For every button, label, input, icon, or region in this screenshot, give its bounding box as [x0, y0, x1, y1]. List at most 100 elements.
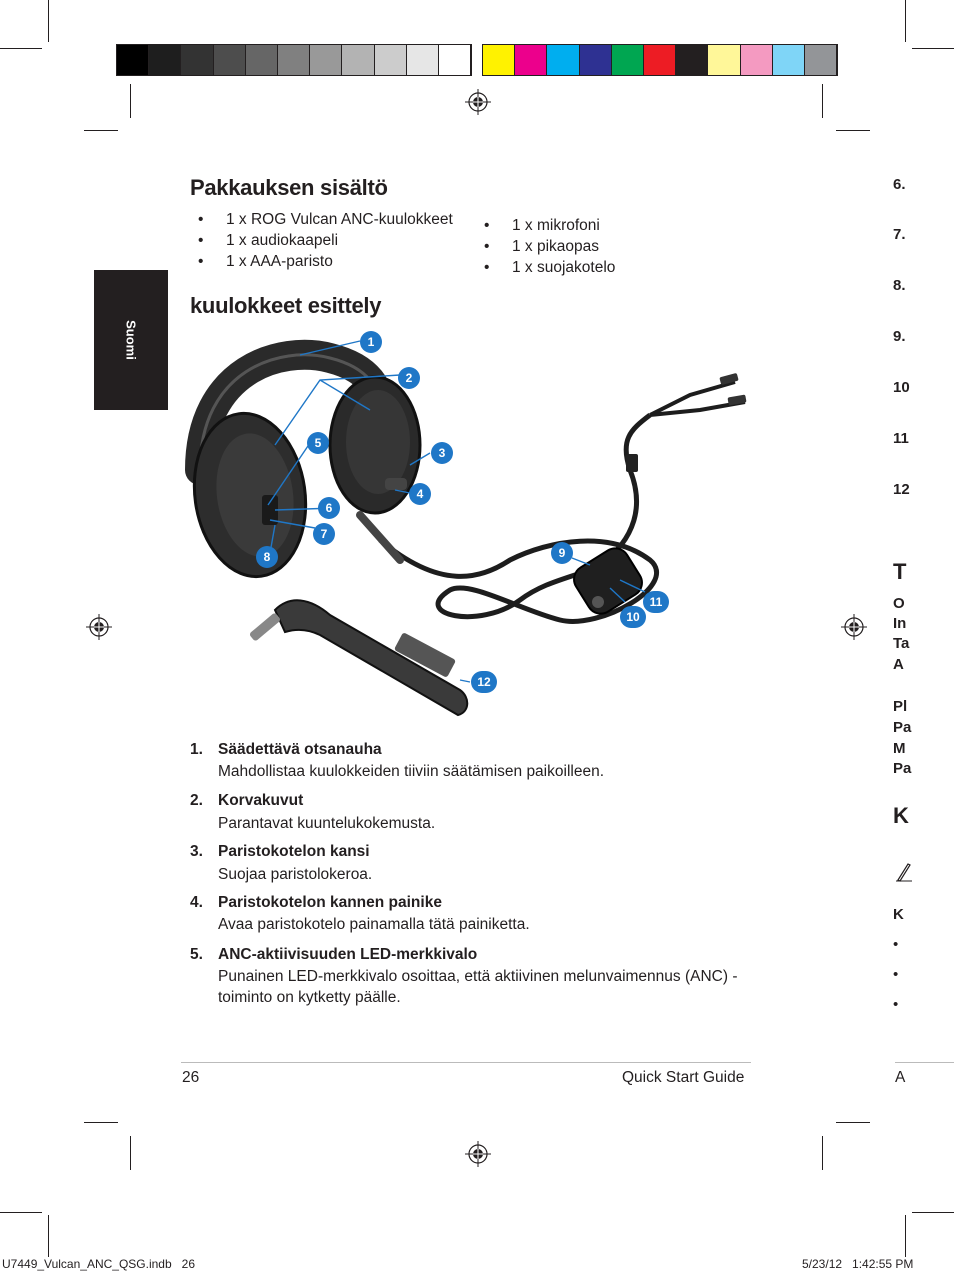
- crop-mark: [905, 0, 906, 42]
- right-page-heading: K: [893, 803, 909, 829]
- guide-name: Quick Start Guide: [622, 1069, 744, 1087]
- color-swatch: [547, 45, 579, 75]
- callout-6: 6: [318, 497, 340, 519]
- headset-illustration: [180, 330, 760, 730]
- feature-title: Paristokotelon kannen painike: [218, 894, 442, 912]
- crop-mark: [836, 130, 870, 131]
- color-swatch: [515, 45, 547, 75]
- color-swatch: [708, 45, 740, 75]
- crop-mark: [0, 1212, 42, 1213]
- contents-list-left: •1 x ROG Vulcan ANC-kuulokkeet •1 x audi…: [198, 209, 453, 272]
- right-page-item: 8.: [893, 277, 906, 294]
- right-page-line: Pa: [893, 719, 911, 736]
- callout-9: 9: [551, 542, 573, 564]
- color-swatch: [310, 45, 342, 75]
- right-page-subheading: K: [893, 906, 904, 923]
- color-swatch: [149, 45, 181, 75]
- right-page-item: 9.: [893, 328, 906, 345]
- crop-mark: [822, 84, 823, 118]
- list-item: •1 x audiokaapeli: [198, 230, 453, 251]
- list-item: •1 x pikaopas: [484, 236, 615, 257]
- color-swatch: [342, 45, 374, 75]
- color-swatch: [375, 45, 407, 75]
- footer-rule: [181, 1062, 751, 1063]
- color-swatch: [741, 45, 773, 75]
- callout-1: 1: [360, 331, 382, 353]
- crop-mark: [0, 48, 42, 49]
- crop-mark: [48, 0, 49, 42]
- crop-mark: [130, 84, 131, 118]
- feature-description: Avaa paristokotelo painamalla tätä paini…: [218, 914, 738, 935]
- crop-mark: [912, 48, 954, 49]
- color-swatch: [644, 45, 676, 75]
- color-swatch: [214, 45, 246, 75]
- color-swatch: [407, 45, 439, 75]
- right-page-bullet: •: [893, 996, 898, 1013]
- feature-title: Paristokotelon kansi: [218, 843, 370, 861]
- right-page-item: 7.: [893, 226, 906, 243]
- right-page-line: Pl: [893, 698, 907, 715]
- color-swatch: [278, 45, 310, 75]
- callout-8: 8: [256, 546, 278, 568]
- callout-10: 10: [620, 606, 646, 628]
- color-swatch: [439, 45, 471, 75]
- feature-title: ANC-aktiivisuuden LED-merkkivalo: [218, 946, 477, 964]
- feature-description: Mahdollistaa kuulokkeiden tiiviin säätäm…: [218, 761, 738, 782]
- feature-description: Suojaa paristolokeroa.: [218, 864, 738, 885]
- right-page-bullet: •: [893, 966, 898, 983]
- right-page-line: In: [893, 615, 906, 632]
- crop-mark: [130, 1136, 131, 1170]
- right-page-line: Ta: [893, 635, 909, 652]
- registration-mark-icon: [465, 1141, 491, 1167]
- color-swatch: [483, 45, 515, 75]
- color-swatch: [181, 45, 213, 75]
- color-bar: [482, 44, 838, 76]
- page-number: 26: [182, 1069, 199, 1087]
- callout-11: 11: [643, 591, 669, 613]
- color-swatch: [773, 45, 805, 75]
- footer-rule-right: [895, 1062, 954, 1063]
- list-item: •1 x mikrofoni: [484, 215, 615, 236]
- crop-mark: [84, 130, 118, 131]
- callout-12: 12: [471, 671, 497, 693]
- color-swatch: [580, 45, 612, 75]
- crop-mark: [912, 1212, 954, 1213]
- registration-mark-icon: [465, 89, 491, 115]
- package-contents-title: Pakkauksen sisältö: [190, 175, 388, 201]
- right-page-heading: T: [893, 559, 906, 585]
- callout-7: 7: [313, 523, 335, 545]
- pencil-icon: [896, 860, 912, 882]
- right-page-line: O: [893, 595, 905, 612]
- right-page-item: 12: [893, 481, 910, 498]
- feature-title: Korvakuvut: [218, 792, 303, 810]
- right-page-bullet: •: [893, 936, 898, 953]
- registration-mark-icon: [86, 614, 112, 640]
- color-swatch: [246, 45, 278, 75]
- feature-description: Punainen LED-merkkivalo osoittaa, että a…: [218, 966, 738, 1008]
- feature-title: Säädettävä otsanauha: [218, 741, 382, 759]
- feature-number: 2.: [190, 792, 203, 810]
- feature-description: Parantavat kuuntelukokemusta.: [218, 813, 738, 834]
- list-item: •1 x ROG Vulcan ANC-kuulokkeet: [198, 209, 453, 230]
- registration-mark-icon: [841, 614, 867, 640]
- feature-number: 3.: [190, 843, 203, 861]
- color-swatch: [117, 45, 149, 75]
- right-page-item: 10: [893, 379, 910, 396]
- language-tab-label: Suomi: [124, 320, 139, 360]
- right-page-footer: A: [895, 1069, 905, 1087]
- right-page-line: Pa: [893, 760, 911, 777]
- callout-2: 2: [398, 367, 420, 389]
- list-item: •1 x suojakotelo: [484, 257, 615, 278]
- grayscale-bar: [116, 44, 472, 76]
- date-slug: 5/23/12 1:42:55 PM: [802, 1257, 913, 1271]
- callout-4: 4: [409, 483, 431, 505]
- feature-number: 1.: [190, 741, 203, 759]
- crop-mark: [905, 1215, 906, 1257]
- crop-mark: [48, 1215, 49, 1257]
- contents-list-right: •1 x mikrofoni •1 x pikaopas •1 x suojak…: [484, 215, 615, 278]
- list-item: •1 x AAA-paristo: [198, 251, 453, 272]
- right-page-line: M: [893, 740, 906, 757]
- crop-mark: [84, 1122, 118, 1123]
- callout-5: 5: [307, 432, 329, 454]
- file-slug: U7449_Vulcan_ANC_QSG.indb 26: [2, 1257, 195, 1271]
